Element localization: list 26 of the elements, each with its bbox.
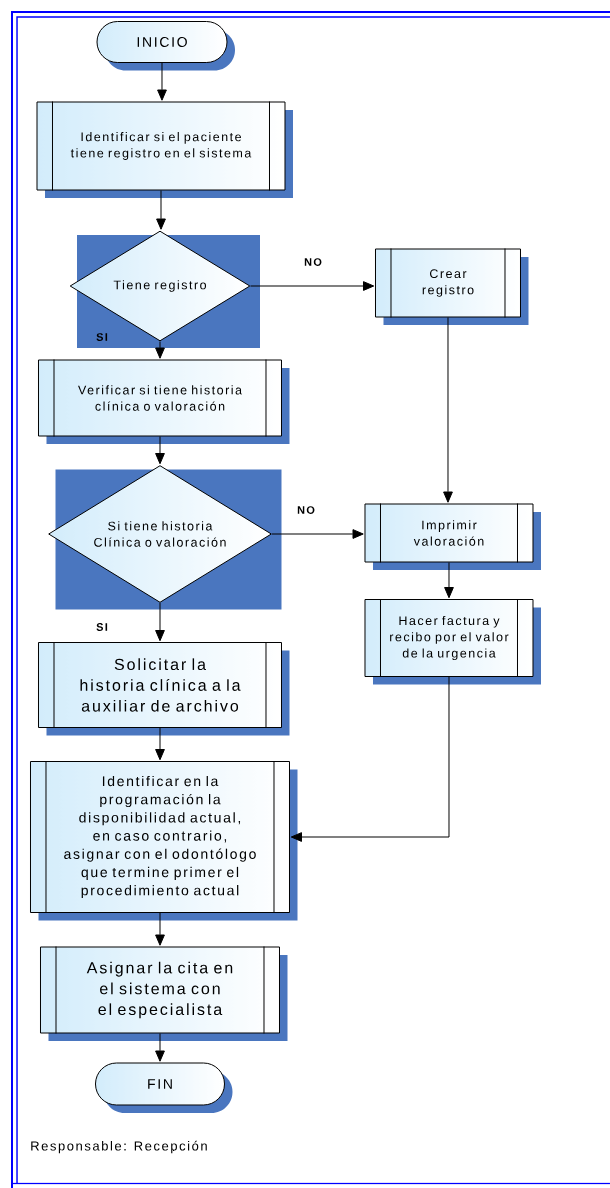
process-box: Imprimir valoración	[364, 503, 541, 570]
arrow	[290, 676, 450, 842]
arrow	[155, 341, 165, 359]
note-text: Responsable: Recepción	[31, 1140, 207, 1154]
edge-label: NO	[304, 258, 322, 266]
arrow	[155, 1033, 165, 1062]
arrow	[155, 727, 165, 761]
arrow	[443, 317, 453, 503]
process-box: Identificar en la programación la disponibilidad actual, en caso contrario, asignar con el odontólogo que termine primer el procedimiento actual	[30, 760, 298, 921]
process-box: Hacer factura y recibo por el valor de la urgencia	[364, 598, 541, 685]
arrow	[157, 62, 167, 101]
process-box: Identificar si el paciente tiene registro en el sistema	[36, 101, 293, 198]
edge-label: SI	[96, 333, 108, 341]
process-box: Crear registro	[375, 248, 529, 325]
edge-label: NO	[297, 506, 315, 514]
process-box: Verificar si tiene historia clínica o valoración	[38, 359, 290, 444]
arrow	[155, 602, 165, 642]
arrow	[250, 281, 375, 291]
arrow	[155, 912, 165, 946]
arrow	[155, 436, 165, 465]
arrow	[444, 562, 454, 599]
arrow	[156, 190, 166, 230]
edge-label: SI	[96, 623, 108, 631]
process-box: Asignar la cita en el sistema con el especialista	[40, 946, 288, 1041]
process-box: Solicitar la historia clínica a la auxiliar de archivo	[38, 641, 290, 736]
arrow	[271, 529, 364, 539]
